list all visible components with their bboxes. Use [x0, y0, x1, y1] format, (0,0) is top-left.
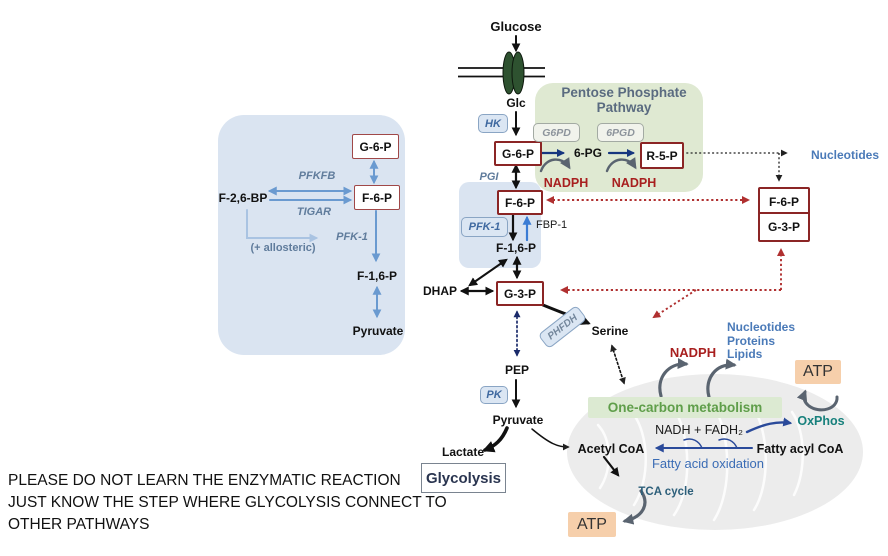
nadph-label-2: NADPH: [611, 176, 657, 190]
6pg-label: 6-PG: [573, 146, 603, 160]
pyruvate-label: Pyruvate: [492, 413, 544, 427]
ppp-arrows: [539, 149, 637, 173]
atp-box-top: ATP: [795, 360, 841, 384]
reg-g6p-box: G-6-P: [352, 134, 399, 159]
one-carbon-arrows: [610, 344, 839, 525]
one-carbon-nadph-label: NADPH: [669, 345, 717, 360]
acetyl-coa-label: Acetyl CoA: [577, 442, 645, 456]
r5p-box: R-5-P: [640, 142, 684, 169]
ppp-title-line2: Pathway: [596, 100, 652, 115]
ppp-title-line1: Pentose Phosphate: [561, 85, 687, 100]
pfkfb-enzyme-label: PFKFB: [298, 170, 336, 182]
g6pd-enzyme-pill: G6PD: [533, 123, 580, 142]
tca-cycle-label: TCA cycle: [638, 486, 694, 498]
branch-g3p-box: G-3-P: [758, 212, 810, 242]
lactate-label: Lactate: [441, 445, 485, 459]
note-line-3: OTHER PATHWAYS: [8, 516, 150, 533]
allosteric-label: (+ allosteric): [250, 242, 316, 254]
regulation-arrows: [246, 159, 382, 319]
biosynthesis-output-nucleotides: Nucleotides: [727, 320, 796, 334]
pep-label: PEP: [504, 363, 530, 377]
f26bp-label: F-2,6-BP: [218, 191, 268, 205]
g3p-box: G-3-P: [496, 281, 544, 306]
oxphos-label: OxPhos: [797, 414, 845, 428]
pfk1-enzyme-pill: PFK-1: [461, 217, 508, 237]
r5p-branch-arrows: [682, 149, 788, 182]
reg-pfk1-enzyme-label: PFK-1: [336, 231, 368, 243]
one-carbon-metabolism-label: One-carbon metabolism: [588, 397, 782, 418]
6pgd-enzyme-pill: 6PGD: [597, 123, 644, 142]
glucose-label: Glucose: [490, 19, 542, 34]
reg-pyruvate-label: Pyruvate: [352, 324, 404, 338]
note-line-1: PLEASE DO NOT LEARN THE ENZYMATIC REACTI…: [8, 472, 401, 489]
g6p-box: G-6-P: [494, 141, 542, 166]
dhap-label: DHAP: [422, 284, 458, 298]
f6p-box: F-6-P: [497, 190, 543, 215]
tigar-enzyme-label: TIGAR: [296, 206, 332, 218]
nucleotides-label: Nucleotides: [810, 148, 880, 162]
atp-box-bottom: ATP: [568, 512, 616, 537]
glc-label: Glc: [506, 96, 526, 110]
nadh-fadh2-label: NADH + FADH₂: [655, 423, 743, 437]
pgi-enzyme-label: PGI: [479, 171, 499, 183]
fbp1-label: FBP-1: [536, 219, 568, 231]
glucose-transporter-icon: [502, 51, 525, 95]
biosynthesis-output-proteins: Proteins: [727, 334, 776, 348]
pk-enzyme-pill: PK: [480, 386, 508, 404]
hk-enzyme-pill: HK: [478, 114, 508, 133]
fatty-acid-oxidation-label: Fatty acid oxidation: [651, 456, 765, 471]
note-line-2: JUST KNOW THE STEP WHERE GLYCOLYSIS CONN…: [8, 494, 447, 511]
fatty-acyl-coa-label: Fatty acyl CoA: [756, 442, 844, 456]
slide-note: PLEASE DO NOT LEARN THE ENZYMATIC REACTI…: [8, 470, 447, 536]
serine-label: Serine: [591, 324, 629, 338]
nadph-label-1: NADPH: [543, 176, 589, 190]
cell-membrane: [458, 67, 545, 78]
f16p-label: F-1,6-P: [495, 241, 537, 255]
nonox-ppp-arrows: [546, 196, 785, 319]
reg-f16p-label: F-1,6-P: [356, 269, 398, 283]
biosynthesis-output-lipids: Lipids: [727, 347, 763, 361]
reg-f6p-box: F-6-P: [354, 185, 400, 210]
glycolysis-title-box: Glycolysis: [421, 463, 506, 493]
